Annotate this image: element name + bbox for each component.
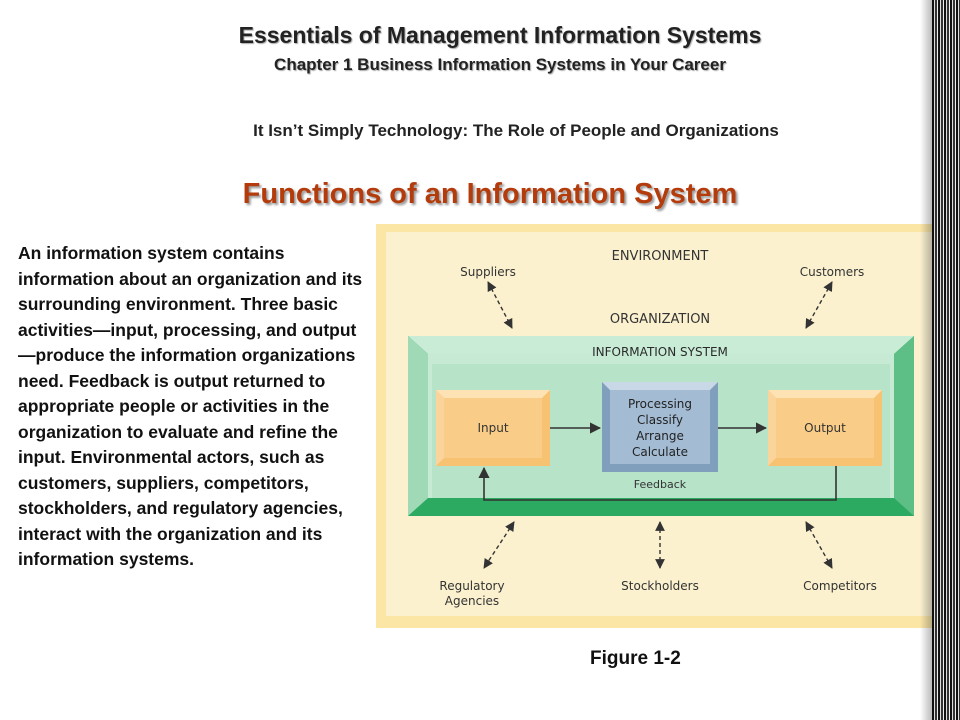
environment-label: ENVIRONMENT [612,249,709,264]
feedback-label: Feedback [634,478,687,491]
regulatory-label: Regulatory [439,579,504,593]
input-box-bevel-left [436,390,444,466]
customers-label: Customers [800,265,865,279]
organization-bevel-left [408,336,428,516]
agencies-label: Agencies [445,594,499,608]
processing-line-4: Calculate [632,445,688,459]
information-system-diagram: ENVIRONMENT Suppliers Customers ORGANIZA… [408,249,914,608]
processing-box-face [610,390,710,464]
decorative-edge-stripes [932,0,960,720]
slide-title: Functions of an Information System [242,178,738,210]
input-box-bevel [436,390,550,398]
body-paragraph: An information system contains informati… [18,243,363,569]
input-label: Input [477,421,508,435]
information-system-label: INFORMATION SYSTEM [592,345,728,359]
input-box-face [444,398,542,458]
output-box-bevel-left [768,390,776,466]
chapter-title: Chapter 1 Business Information Systems i… [274,55,726,74]
organization-label: ORGANIZATION [610,312,710,327]
output-box-face [776,398,874,458]
processing-line-3: Arrange [636,429,684,443]
competitors-arrow [805,521,833,569]
feedback-arrow [478,466,837,501]
stockholders-label: Stockholders [621,579,699,593]
suppliers-arrow [487,281,513,329]
book-title: Essentials of Management Information Sys… [238,22,762,48]
customers-arrow [805,281,833,329]
suppliers-label: Suppliers [460,265,516,279]
section-subtitle: It Isn’t Simply Technology: The Role of … [253,121,779,140]
output-label: Output [804,421,846,435]
competitors-label: Competitors [803,579,877,593]
edge-shadow [920,0,932,720]
organization-bevel-top [408,336,914,354]
processing-line-1: Processing [628,397,692,411]
processing-line-2: Classify [637,413,683,427]
regulatory-arrow [483,521,515,569]
organization-bevel-right [894,336,914,516]
output-box-bevel [768,390,882,398]
processing-box-bevel [602,382,718,390]
figure-caption: Figure 1-2 [590,648,681,669]
